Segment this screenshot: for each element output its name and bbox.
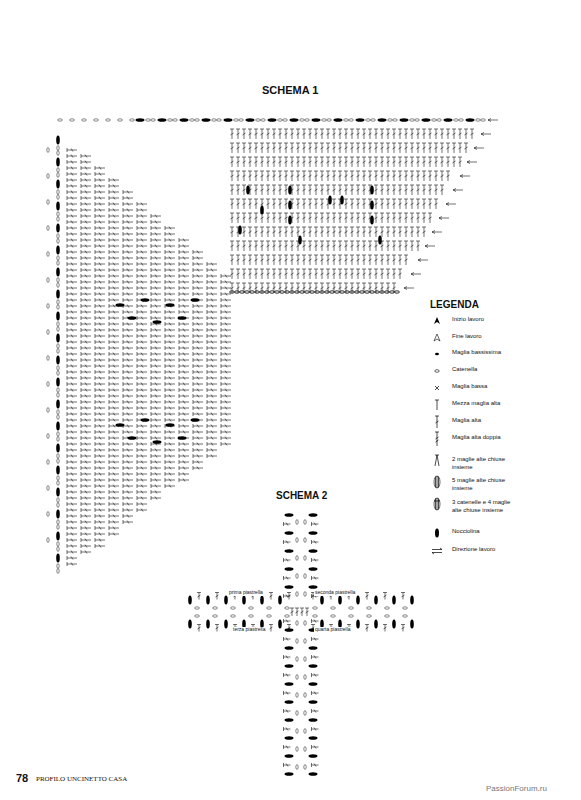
tile-label: seconda piastrella bbox=[314, 590, 356, 596]
legend-symbol bbox=[436, 476, 439, 488]
legend-symbol bbox=[432, 548, 442, 554]
legend-entry: 3 catenelle e 4 maglie alte chiuse insie… bbox=[452, 499, 516, 514]
stitch-symbols bbox=[67, 129, 474, 767]
start-symbol bbox=[434, 317, 440, 324]
slip-stitch-symbol bbox=[435, 353, 439, 355]
legend-entry: Maglia alta bbox=[452, 417, 516, 425]
legend-entry: Inizio lavoro bbox=[452, 316, 516, 324]
nocciolina-symbol bbox=[435, 529, 439, 538]
legend-symbol bbox=[434, 498, 440, 510]
legend-symbol bbox=[435, 400, 439, 410]
page-footer: PROFILO UNCINETTO CASA bbox=[36, 775, 127, 783]
chart-heading: SCHEMA 2 bbox=[276, 490, 327, 502]
chain-symbol bbox=[435, 370, 439, 373]
cluster-symbol bbox=[434, 498, 440, 510]
page-footer: 78 bbox=[16, 772, 28, 785]
legend-entry: Nocciolina bbox=[452, 528, 516, 536]
legend-entry: 2 maglie alte chiuse insieme bbox=[452, 456, 516, 471]
legend-entry: 5 maglie alte chiuse insieme bbox=[452, 477, 516, 492]
legend-symbols bbox=[432, 317, 442, 554]
chart-heading: SCHEMA 1 bbox=[262, 84, 318, 97]
tile-label: prima piastrella bbox=[228, 590, 264, 596]
cluster-symbol bbox=[434, 476, 440, 488]
legend-entry: Fine lavoro bbox=[452, 333, 516, 341]
tile-label: quarta piastrella bbox=[314, 627, 352, 633]
legend-entry: Mezza maglia alta bbox=[452, 400, 516, 408]
legend-entry: Maglia bassissima bbox=[452, 349, 516, 357]
legend-entry: Direzione lavoro bbox=[452, 546, 516, 554]
legend-symbol bbox=[435, 386, 439, 390]
direction-arrows bbox=[404, 119, 498, 290]
chain-symbols bbox=[47, 119, 486, 770]
nocciolina-symbols bbox=[56, 118, 474, 776]
tile-label: terza piastrella bbox=[232, 627, 267, 633]
legend-symbol bbox=[435, 455, 439, 466]
legend-symbol bbox=[435, 432, 439, 446]
legend-symbol bbox=[435, 416, 439, 428]
legend-entry: Catenella bbox=[452, 366, 516, 374]
legend-entry: Maglia bassa bbox=[452, 383, 516, 391]
end-symbol bbox=[434, 334, 440, 341]
watermark: PassionForum.ru bbox=[486, 784, 547, 793]
chart-heading: LEGENDA bbox=[430, 299, 479, 311]
legend-entry: Maglia alta doppia bbox=[452, 434, 516, 442]
